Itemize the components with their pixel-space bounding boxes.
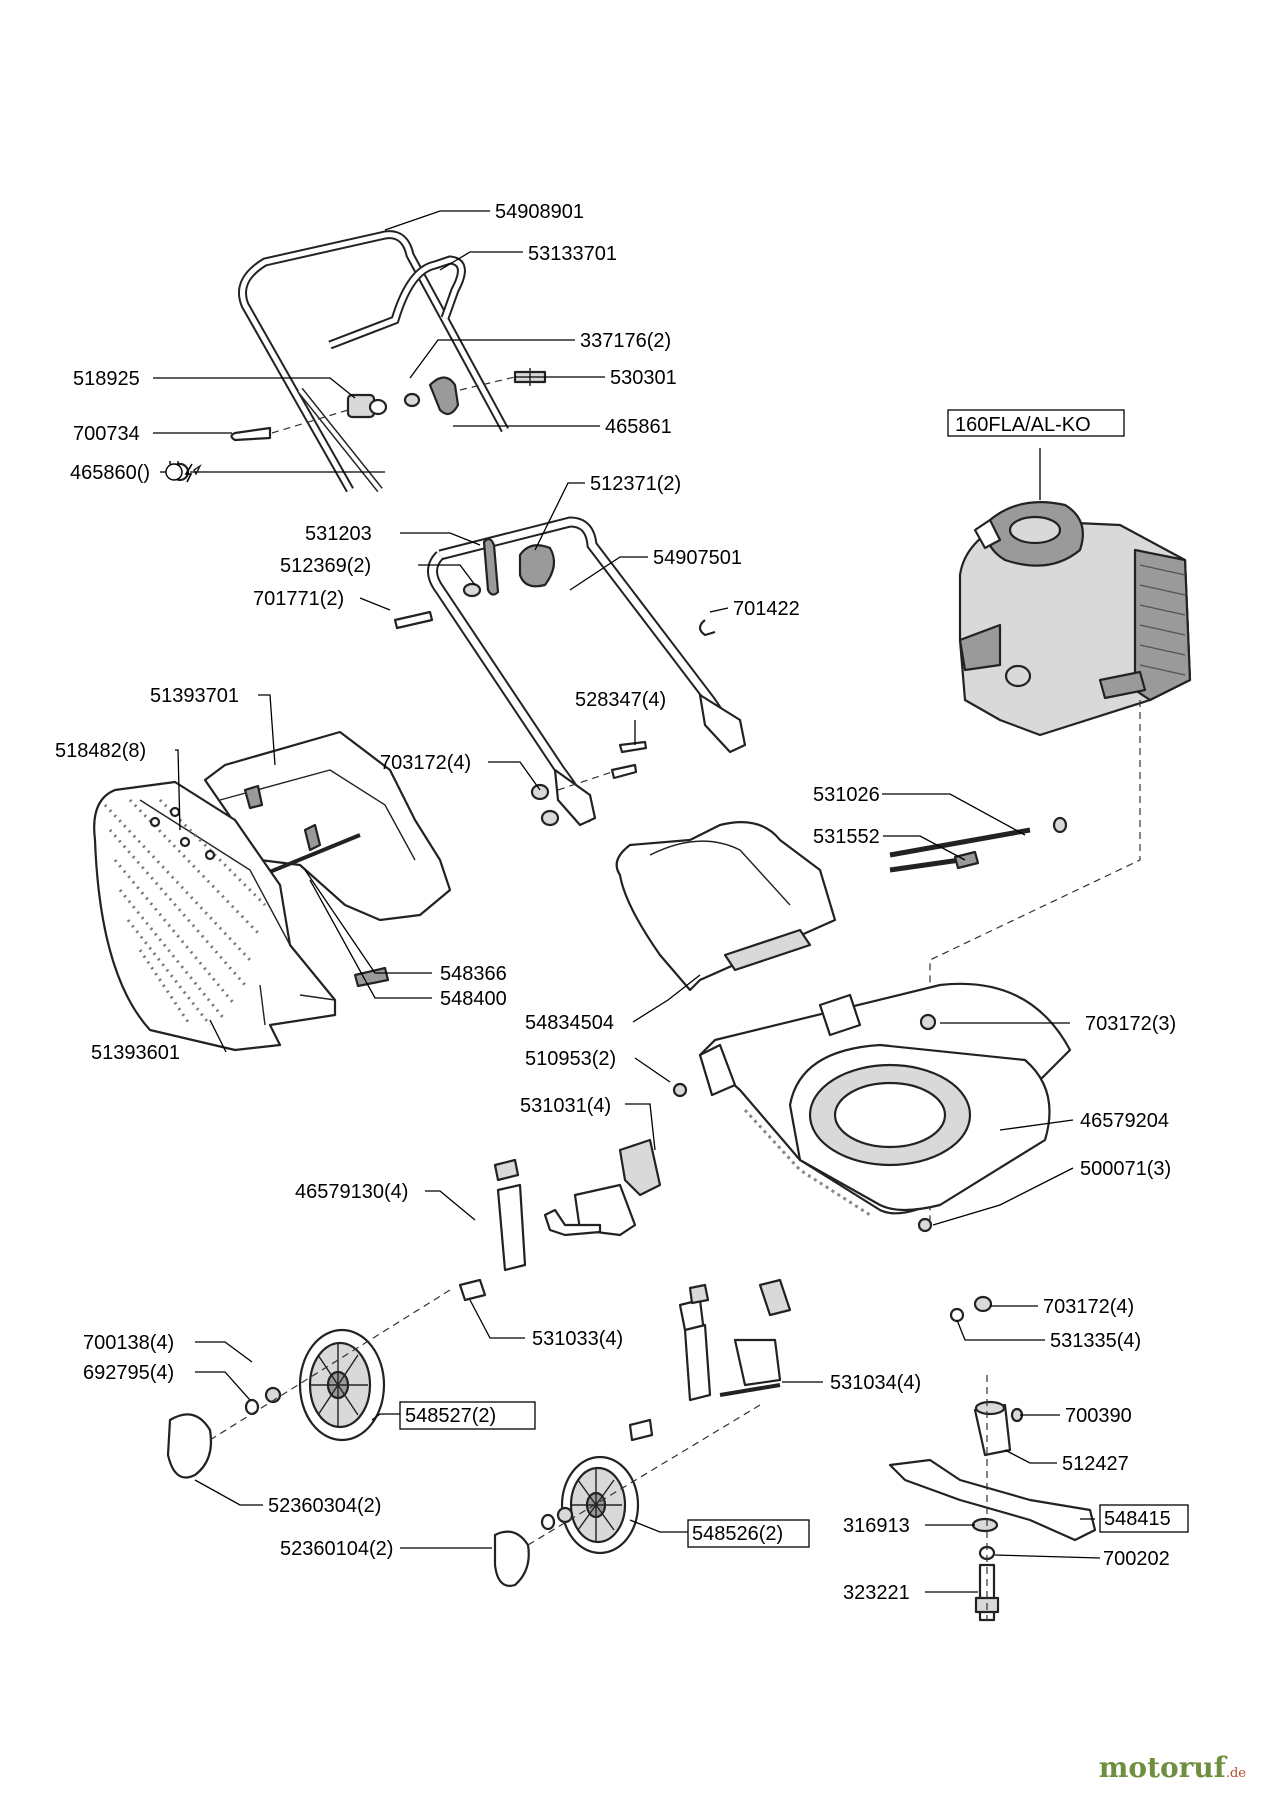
label-548366: 548366 <box>440 963 507 985</box>
label-316913: 316913 <box>843 1515 910 1537</box>
blade-assembly-part <box>888 1375 1097 1622</box>
blade-label-box <box>1099 1504 1189 1533</box>
label-512369: 512369(2) <box>280 555 371 577</box>
rear-flap-part <box>615 821 837 992</box>
label-500071: 500071(3) <box>1080 1158 1171 1180</box>
label-46579204: 46579204 <box>1080 1110 1169 1132</box>
label-548415: 548415 <box>1104 1508 1171 1530</box>
label-54834504: 54834504 <box>525 1012 614 1034</box>
label-160fla: 160FLA/AL-KO <box>955 414 1091 436</box>
mower-deck-part <box>672 982 1072 1323</box>
label-701422: 701422 <box>733 598 800 620</box>
handle-clamp-parts <box>160 368 547 482</box>
label-531033: 531033(4) <box>532 1328 623 1350</box>
label-518482: 518482(8) <box>55 740 146 762</box>
motoruf-watermark-logo: motoruf.de <box>1099 1751 1246 1784</box>
label-528347: 528347(4) <box>575 689 666 711</box>
label-512427: 512427 <box>1062 1453 1129 1475</box>
label-531031: 531031(4) <box>520 1095 611 1117</box>
engine-label-box <box>947 409 1125 437</box>
leader-lines <box>153 210 1101 1593</box>
label-700734: 700734 <box>73 423 140 445</box>
label-700202: 700202 <box>1103 1548 1170 1570</box>
bag-fasteners <box>149 806 216 861</box>
label-700138: 700138(4) <box>83 1332 174 1354</box>
label-703172-4a: 703172(4) <box>380 752 471 774</box>
rear-wheel-part <box>493 1404 761 1587</box>
watermark-main: motoruf <box>1098 1751 1226 1784</box>
grass-bag-part <box>93 780 337 1052</box>
label-46579130: 46579130(4) <box>295 1181 408 1203</box>
label-701771: 701771(2) <box>253 588 344 610</box>
label-51393701: 51393701 <box>150 685 239 707</box>
grass-bag-frame-part <box>203 730 452 988</box>
watermark-tld: .de <box>1225 1766 1246 1781</box>
label-465861: 465861 <box>605 416 672 438</box>
rear-wheel-label-box <box>687 1519 810 1548</box>
label-337176: 337176(2) <box>580 330 671 352</box>
label-510953: 510953(2) <box>525 1048 616 1070</box>
label-54907501: 54907501 <box>653 547 742 569</box>
label-531335: 531335(4) <box>1050 1330 1141 1352</box>
label-531034: 531034(4) <box>830 1372 921 1394</box>
part-labels: 54908901 53133701 337176(2) 518925 53030… <box>55 201 1176 1604</box>
label-531552: 531552 <box>813 826 880 848</box>
label-692795: 692795(4) <box>83 1362 174 1384</box>
engine-part <box>958 501 1192 737</box>
axle-rod-part <box>889 816 1068 873</box>
label-531203: 531203 <box>305 523 372 545</box>
front-wheel-part <box>166 1289 451 1479</box>
front-wheel-label-box <box>399 1401 536 1430</box>
label-54908901: 54908901 <box>495 201 584 223</box>
label-548400: 548400 <box>440 988 507 1010</box>
lower-handle-part <box>393 516 747 827</box>
height-adjust-rear-parts <box>628 1278 792 1442</box>
upper-handle-part <box>238 230 509 493</box>
label-703172-4b: 703172(4) <box>1043 1296 1134 1318</box>
label-703172-3: 703172(3) <box>1085 1013 1176 1035</box>
label-323221: 323221 <box>843 1582 910 1604</box>
height-adjust-front-parts <box>458 1138 662 1302</box>
label-548527: 548527(2) <box>405 1405 496 1427</box>
label-512371: 512371(2) <box>590 473 681 495</box>
label-52360104: 52360104(2) <box>280 1538 393 1560</box>
label-531026: 531026 <box>813 784 880 806</box>
label-53133701: 53133701 <box>528 243 617 265</box>
label-52360304: 52360304(2) <box>268 1495 381 1517</box>
label-465860: 465860() <box>70 462 150 484</box>
label-548526: 548526(2) <box>692 1523 783 1545</box>
label-518925: 518925 <box>73 368 140 390</box>
label-51393601: 51393601 <box>91 1042 180 1064</box>
label-530301: 530301 <box>610 367 677 389</box>
battery-and-bolt-icon <box>165 461 193 483</box>
label-700390: 700390 <box>1065 1405 1132 1427</box>
